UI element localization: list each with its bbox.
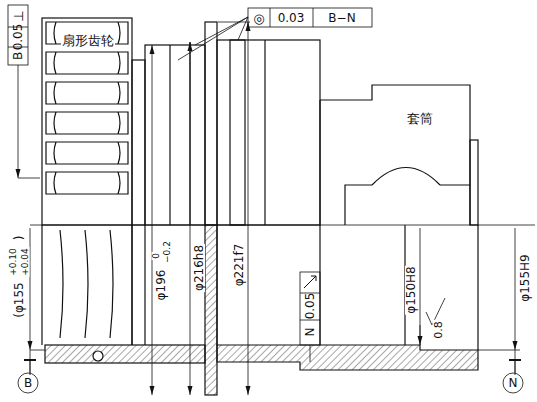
roughness-value: 0.8 [433, 320, 444, 340]
dimension: φ221f7 [233, 243, 245, 288]
dimension: φ150H8 [405, 265, 417, 314]
dimension: φ155H9 [519, 253, 531, 302]
part-name: 扇形齿轮 [61, 34, 115, 47]
tolerance-lower: −0.2 [163, 240, 172, 264]
part-name: 套筒 [406, 112, 434, 125]
datum-ref: B [12, 52, 24, 60]
tolerance-upper: 0 [152, 252, 161, 260]
dimension: (φ155 [13, 281, 25, 319]
datum-ref: N [304, 328, 316, 337]
tolerance-symbol: ⊥ [12, 10, 25, 21]
datum-label: B [24, 377, 32, 389]
tolerance-value: 0.03 [278, 12, 305, 24]
dimension: ) [13, 235, 25, 242]
tolerance-value: 0.05 [12, 24, 24, 51]
tolerance-upper: +0.10 [9, 247, 18, 277]
datum-ref: B−N [328, 12, 355, 24]
dimension: φ196 [155, 269, 167, 302]
tolerance-symbol: ◎ [253, 12, 264, 25]
datum-label: N [509, 377, 518, 389]
tolerance-value: 0.05 [304, 293, 316, 320]
dimension: φ216h8 [193, 244, 205, 292]
tolerance-lower: +0.04 [21, 247, 30, 277]
